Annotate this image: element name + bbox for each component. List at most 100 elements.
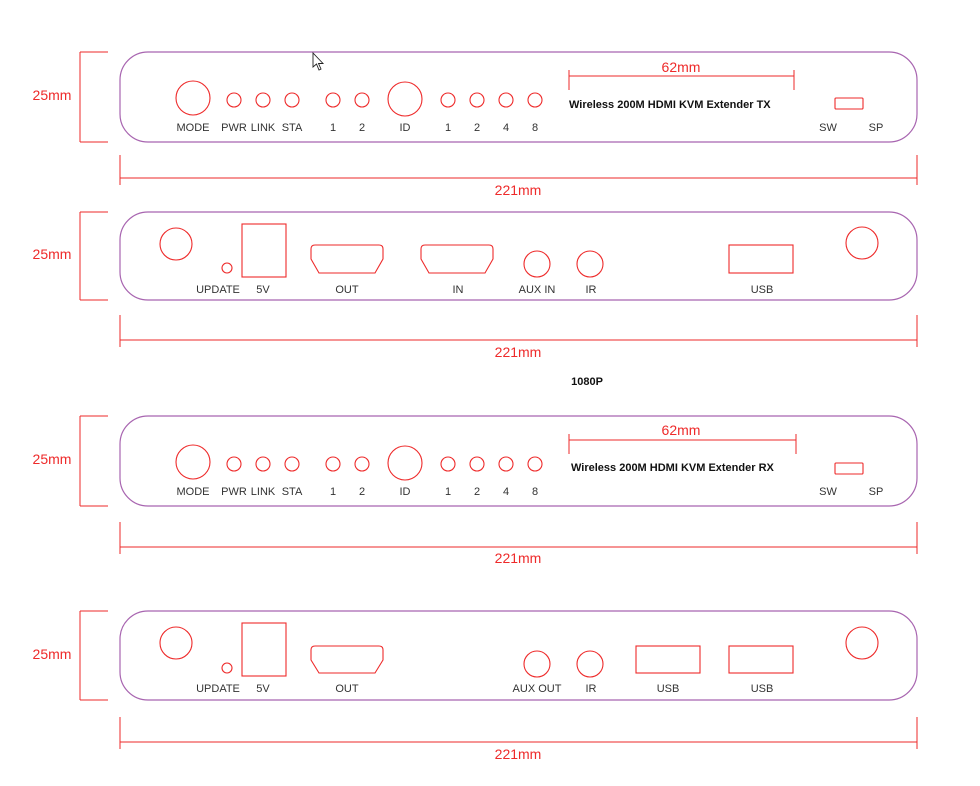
label: 1: [445, 122, 451, 134]
label-width-text: 62mm: [662, 59, 701, 75]
label: 2: [359, 486, 365, 498]
tx-rear-panel: 25mm UPDATE 5V OUT IN AUX IN IR USB 221m…: [33, 211, 918, 360]
label: AUX OUT: [513, 683, 562, 695]
id-led-1: [440, 456, 456, 472]
label: ID: [400, 486, 411, 498]
label: 8: [532, 486, 538, 498]
channel-led-1: [325, 92, 341, 108]
label: USB: [657, 683, 680, 695]
link-led: [255, 456, 271, 472]
ir-jack: [576, 650, 604, 678]
hdmi-in-port: [420, 244, 494, 274]
channel-led-2: [354, 456, 370, 472]
product-title: Wireless 200M HDMI KVM Extender TX: [569, 99, 771, 111]
id-led-8: [527, 92, 543, 108]
label: AUX IN: [519, 284, 556, 296]
id-led-1: [440, 92, 456, 108]
sw-switch: [834, 462, 864, 475]
label: 4: [503, 486, 509, 498]
ir-jack: [576, 250, 604, 278]
mouse-cursor-icon: [312, 51, 325, 71]
label: LINK: [251, 122, 276, 134]
resolution-label: 1080P: [571, 376, 603, 388]
hdmi-out-port: [310, 244, 384, 274]
link-led: [255, 92, 271, 108]
width-label: 221mm: [495, 344, 542, 360]
tx-front-panel: 25mm MODE PWR LINK STA 1 2 ID 1 2 4 8 62…: [33, 51, 918, 198]
label: 4: [503, 122, 509, 134]
label: UPDATE: [196, 683, 240, 695]
label: UPDATE: [196, 284, 240, 296]
label-width-text: 62mm: [662, 422, 701, 438]
id-led-4: [498, 92, 514, 108]
height-label: 25mm: [33, 646, 72, 662]
panel-outline: [119, 51, 918, 143]
id-led-2: [469, 92, 485, 108]
label: 5V: [256, 284, 270, 296]
usb-port: [728, 645, 794, 674]
width-label: 221mm: [495, 550, 542, 566]
height-label: 25mm: [33, 87, 72, 103]
id-led-4: [498, 456, 514, 472]
label: 1: [330, 122, 336, 134]
power-5v-port: [241, 223, 287, 278]
label: 8: [532, 122, 538, 134]
label: USB: [751, 683, 774, 695]
label: IR: [586, 683, 597, 695]
label: 2: [474, 486, 480, 498]
sp-label: SP: [869, 122, 884, 134]
label: ID: [400, 122, 411, 134]
id-button: [387, 445, 423, 481]
id-led-8: [527, 456, 543, 472]
panel-outline: [119, 610, 918, 701]
antenna-port: [159, 626, 193, 660]
label: IN: [453, 284, 464, 296]
id-led-2: [469, 456, 485, 472]
label: OUT: [335, 284, 359, 296]
label: PWR: [221, 486, 247, 498]
label: OUT: [335, 683, 359, 695]
pwr-led: [226, 92, 242, 108]
panel-outline: [119, 415, 918, 507]
id-button: [387, 81, 423, 117]
hdmi-out-port: [310, 645, 384, 674]
label: MODE: [177, 486, 210, 498]
sw-switch: [834, 97, 864, 110]
label: 2: [359, 122, 365, 134]
width-label: 221mm: [495, 182, 542, 198]
channel-led-1: [325, 456, 341, 472]
antenna-port: [845, 226, 879, 260]
label: STA: [282, 486, 303, 498]
usb-port: [635, 645, 701, 674]
label: 1: [445, 486, 451, 498]
label: 5V: [256, 683, 270, 695]
label: 1: [330, 486, 336, 498]
channel-led-2: [354, 92, 370, 108]
product-title: Wireless 200M HDMI KVM Extender RX: [571, 462, 775, 474]
sw-label: SW: [819, 486, 837, 498]
mode-button: [175, 80, 211, 116]
aux-in-jack: [523, 250, 551, 278]
label: 2: [474, 122, 480, 134]
label: IR: [586, 284, 597, 296]
rx-rear-panel: 25mm UPDATE 5V OUT AUX OUT IR USB USB 22…: [33, 610, 918, 762]
aux-out-jack: [523, 650, 551, 678]
panel-outline: [119, 211, 918, 301]
pwr-led: [226, 456, 242, 472]
label: STA: [282, 122, 303, 134]
update-button: [221, 262, 233, 274]
power-5v-port: [241, 622, 287, 677]
sta-led: [284, 92, 300, 108]
mode-button: [175, 444, 211, 480]
update-button: [221, 662, 233, 674]
height-label: 25mm: [33, 451, 72, 467]
width-label: 221mm: [495, 746, 542, 762]
sta-led: [284, 456, 300, 472]
label: MODE: [177, 122, 210, 134]
height-label: 25mm: [33, 246, 72, 262]
antenna-port: [159, 227, 193, 261]
usb-port: [728, 244, 794, 274]
sp-label: SP: [869, 486, 884, 498]
label: USB: [751, 284, 774, 296]
